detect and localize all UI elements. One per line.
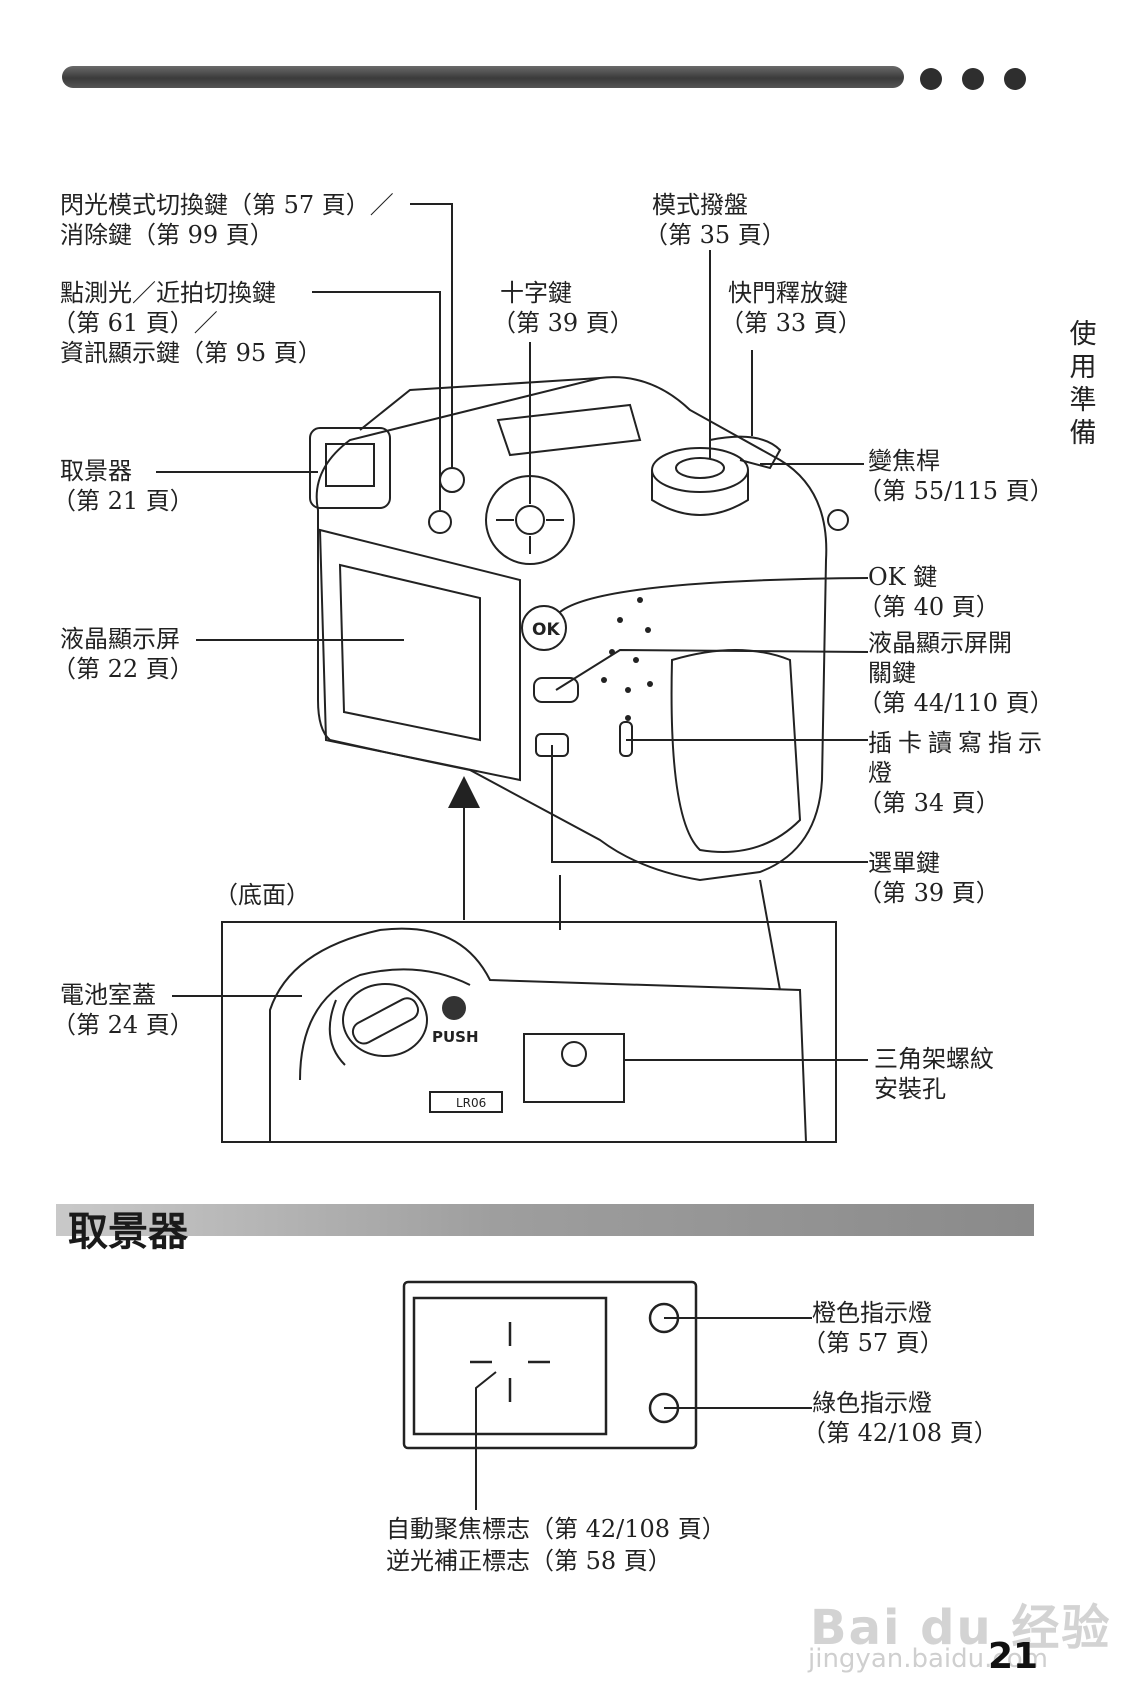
section-title: 取景器 xyxy=(68,1209,188,1255)
label-orange-lamp: 橙色指示燈 xyxy=(812,1299,932,1327)
ok-button-mark: OK xyxy=(532,620,560,640)
tripod-socket-outline xyxy=(523,1033,625,1103)
watermark-url: jingyan.baidu.com xyxy=(808,1644,1048,1674)
mode-dial xyxy=(651,447,749,493)
lcd-frame xyxy=(318,528,521,782)
viewfinder-housing xyxy=(309,427,391,509)
label-name: 資訊顯示鍵 xyxy=(60,339,180,367)
label-zoom-lever: 變焦桿 xyxy=(868,447,940,475)
label-menu-key: 選單鍵 xyxy=(868,849,940,877)
grip xyxy=(670,649,802,853)
label-battery-cover: 電池室蓋 xyxy=(60,981,156,1009)
label-menu-key-page: （第 39 頁） xyxy=(858,879,1000,907)
push-button xyxy=(442,996,466,1020)
label-cross-key-page: （第 39 頁） xyxy=(492,309,634,337)
bottom-body-outline xyxy=(269,927,807,1143)
label-flash-mode: 閃光模式切換鍵（第 57 頁）／ xyxy=(60,190,394,220)
viewfinder-eyepiece xyxy=(325,443,375,487)
af-target-mark xyxy=(470,1322,550,1402)
lcd-screen xyxy=(338,563,481,742)
label-mode-dial: 模式撥盤 xyxy=(652,191,748,219)
label-name: 點測光／近拍切換鍵 xyxy=(60,279,276,307)
battery-latch xyxy=(342,983,428,1057)
label-spot-macro-page: （第 61 頁）／ xyxy=(52,309,218,337)
label-cross-key: 十字鍵 xyxy=(500,279,572,307)
label-lcd-switch-page: （第 44/110 頁） xyxy=(858,689,1054,717)
label-page: （第 99 頁） xyxy=(132,221,274,249)
push-label: PUSH xyxy=(432,1028,479,1046)
header-dot xyxy=(1004,68,1026,90)
label-backlight-mark: 逆光補正標志（第 58 頁） xyxy=(386,1547,672,1575)
label-page: （第 57 頁）／ xyxy=(228,191,394,219)
label-green-lamp: 綠色指示燈 xyxy=(812,1389,932,1417)
header-bar xyxy=(62,66,904,88)
label-ok-key: OK 鍵 xyxy=(868,563,938,591)
arrow-up-icon xyxy=(448,776,480,808)
battery-type-label: LR06 xyxy=(456,1096,487,1110)
label-name: 閃光模式切換鍵 xyxy=(60,191,228,219)
top-lcd-window xyxy=(496,403,642,457)
zoom-lever xyxy=(709,435,782,470)
viewfinder-field xyxy=(412,1296,608,1436)
label-viewfinder-page: （第 21 頁） xyxy=(52,487,194,515)
camera-body xyxy=(315,376,828,882)
battery-type-box xyxy=(429,1091,503,1113)
label-zoom-lever-page: （第 55/115 頁） xyxy=(858,477,1054,505)
label-info-display: 資訊顯示鍵（第 95 頁） xyxy=(60,338,322,368)
viewfinder-diagram-frame xyxy=(402,1280,698,1450)
label-green-lamp-page: （第 42/108 頁） xyxy=(802,1419,998,1447)
label-bottom-view: （底面） xyxy=(214,881,310,909)
header-dot xyxy=(920,68,942,90)
label-tripod-2: 安裝孔 xyxy=(874,1075,946,1103)
label-page: （第 95 頁） xyxy=(180,339,322,367)
section-side-tab: 使用準備 xyxy=(1069,319,1097,449)
watermark-logo: Bai du 经验 xyxy=(810,1600,1112,1656)
label-lcd-switch: 液晶顯示屏開 xyxy=(868,629,1012,657)
page-number: 21 xyxy=(988,1636,1039,1677)
label-card-lamp-2: 燈 xyxy=(868,759,892,787)
label-af-mark: 自動聚焦標志（第 42/108 頁） xyxy=(386,1515,726,1543)
label-orange-lamp-page: （第 57 頁） xyxy=(802,1329,944,1357)
label-shutter-page: （第 33 頁） xyxy=(720,309,862,337)
label-battery-cover-page: （第 24 頁） xyxy=(52,1011,194,1039)
ok-button-outline xyxy=(521,605,567,651)
section-header-bar xyxy=(56,1204,1034,1236)
label-card-lamp: 插卡讀寫指示 xyxy=(868,729,1048,757)
label-spot-macro: 點測光／近拍切換鍵 xyxy=(60,278,276,308)
label-erase: 消除鍵（第 99 頁） xyxy=(60,220,274,250)
label-tripod: 三角架螺紋 xyxy=(874,1045,994,1073)
label-shutter: 快門釋放鍵 xyxy=(728,279,848,307)
label-viewfinder: 取景器 xyxy=(60,457,132,485)
label-ok-key-page: （第 40 頁） xyxy=(858,593,1000,621)
spot-info-button xyxy=(428,510,452,534)
label-lcd-page: （第 22 頁） xyxy=(52,655,194,683)
label-lcd: 液晶顯示屏 xyxy=(60,625,180,653)
label-name: 消除鍵 xyxy=(60,221,132,249)
label-mode-dial-page: （第 35 頁） xyxy=(644,221,786,249)
label-lcd-switch-2: 關鍵 xyxy=(868,659,916,687)
label-card-lamp-page: （第 34 頁） xyxy=(858,789,1000,817)
flash-erase-button xyxy=(439,467,465,493)
header-dot xyxy=(962,68,984,90)
bottom-view-frame xyxy=(221,921,837,1143)
lcd-switch-outline xyxy=(533,677,579,703)
